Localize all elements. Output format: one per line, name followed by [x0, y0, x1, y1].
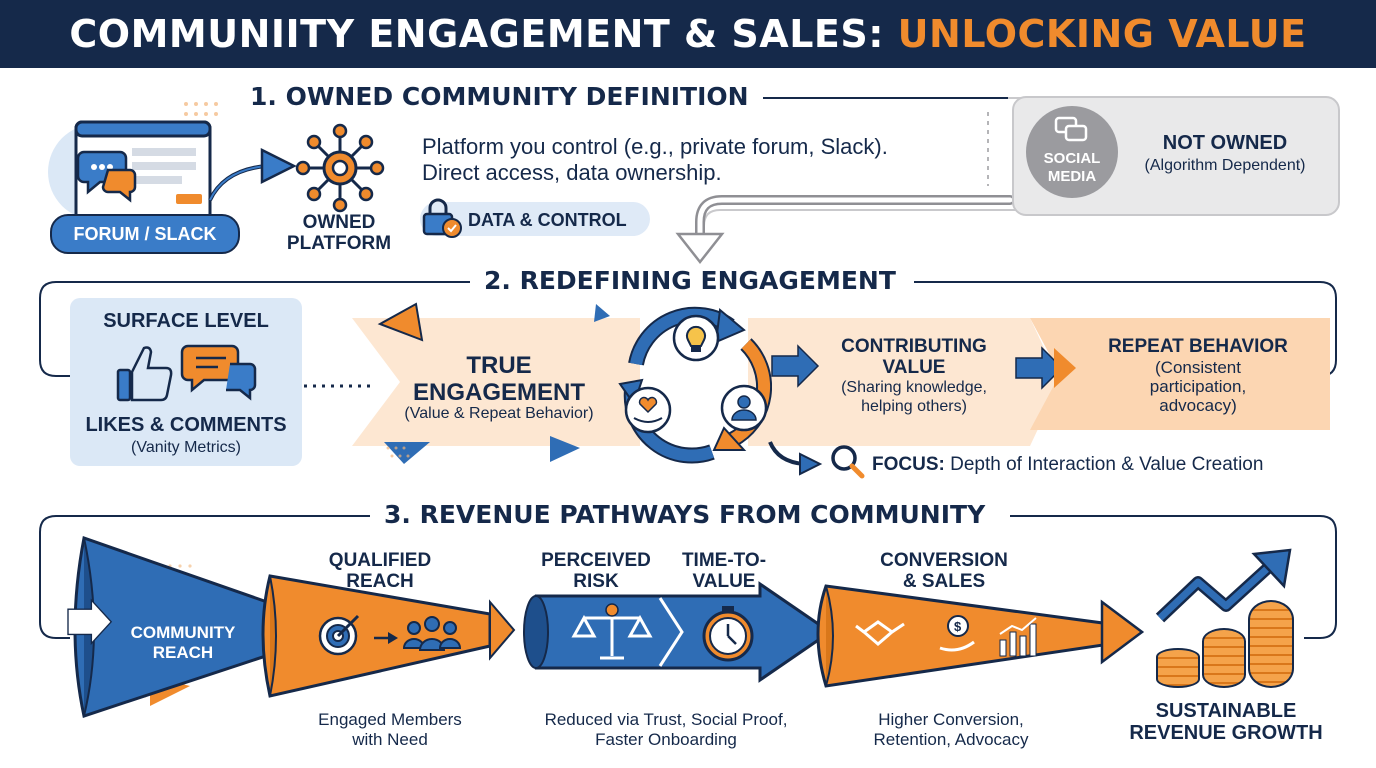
- qualified-reach-label: QUALIFIED REACH: [328, 550, 432, 592]
- owned-description: Platform you control (e.g., private foru…: [422, 134, 888, 185]
- chat-bubble-icon: [76, 150, 137, 203]
- coin-stacks-icon: [1150, 590, 1300, 690]
- forum-slack-badge: FORUM / SLACK: [50, 214, 240, 254]
- title-accent: UNLOCKING VALUE: [897, 12, 1307, 56]
- contributing-band: [748, 318, 1060, 446]
- engagement-band: [352, 302, 1330, 464]
- bar-chart-icon: [999, 617, 1037, 657]
- arrow-right-icon: [208, 147, 297, 201]
- title-main: COMMUNIITY ENGAGEMENT & SALES:: [69, 12, 884, 56]
- arrow-right-icon: [771, 344, 820, 388]
- heart-hand-icon: [624, 386, 672, 434]
- surface-level-panel: [70, 298, 302, 466]
- time-to-value-label: TIME-TO- VALUE: [681, 550, 767, 592]
- section2-heading: 2. REDEFINING ENGAGEMENT: [470, 266, 910, 295]
- page-title: COMMUNIITY ENGAGEMENT & SALES: UNLOCKING…: [69, 12, 1306, 56]
- perceived-risk-label: PERCEIVED RISK: [541, 550, 651, 592]
- deco-triangle: [377, 302, 424, 342]
- money-hand-icon: $: [939, 615, 975, 652]
- like-comment-icons: [116, 344, 257, 402]
- handshake-icon: [855, 620, 905, 646]
- focus-arrow: [768, 441, 865, 479]
- return-arrow-shaft: [695, 195, 1015, 245]
- stopwatch-icon: [702, 606, 754, 662]
- section3-frame-left: [39, 515, 370, 639]
- chat-icon: [1054, 116, 1088, 142]
- target-icon: [318, 614, 360, 656]
- sustainable-growth-label: SUSTAINABLE REVENUE GROWTH: [1129, 700, 1323, 744]
- section1-heading: 1. OWNED COMMUNITY DEFINITION: [236, 82, 763, 111]
- user-icon: [720, 384, 768, 432]
- deco-triangle: [594, 304, 610, 322]
- title-bar: COMMUNIITY ENGAGEMENT & SALES: UNLOCKING…: [0, 0, 1376, 68]
- qualified-reach-cone: [261, 574, 492, 698]
- likes-comments-text: LIKES & COMMENTS (Vanity Metrics): [85, 414, 287, 456]
- not-owned-text: NOT OWNED (Algorithm Dependent): [1144, 132, 1306, 174]
- growth-arrow-icon: [1155, 548, 1292, 623]
- deco-triangle: [550, 436, 580, 462]
- svg-text:$: $: [954, 619, 962, 634]
- conversion-sales-label: CONVERSION & SALES: [880, 550, 1008, 592]
- lightbulb-icon: [672, 314, 720, 362]
- conversion-caption: Higher Conversion, Retention, Advocacy: [873, 710, 1029, 749]
- section3-heading: 3. REVENUE PATHWAYS FROM COMMUNITY: [370, 500, 1000, 529]
- magnifier-icon: [831, 445, 865, 479]
- scale-icon: [571, 603, 653, 660]
- risk-value-tube: [527, 581, 833, 683]
- thumbs-up-icon: [116, 346, 173, 402]
- true-engagement-title: TRUE ENGAGEMENT: [412, 352, 585, 406]
- community-reach-label: COMMUNITY REACH: [130, 623, 236, 662]
- section3-frame-right: [1010, 515, 1337, 639]
- revenue-funnel: $: [67, 536, 1145, 718]
- true-engagement-subtitle: (Value & Repeat Behavior): [404, 405, 594, 422]
- repeat-behavior-text: REPEAT BEHAVIOR (Consistent participatio…: [1108, 336, 1288, 415]
- risk-caption: Reduced via Trust, Social Proof, Faster …: [544, 710, 788, 749]
- comment-icon: [180, 344, 257, 401]
- social-media-badge: SOCIAL MEDIA: [1026, 106, 1118, 198]
- owned-platform-label: OWNED PLATFORM: [286, 212, 392, 254]
- arrow-right-icon: [67, 598, 113, 646]
- network-hub-icon: [295, 123, 385, 213]
- repeat-band: [1030, 318, 1330, 430]
- contributing-value-text: CONTRIBUTING VALUE (Sharing knowledge, h…: [841, 336, 987, 415]
- true-engagement-band: [352, 318, 640, 446]
- return-arrow-head: [675, 232, 725, 265]
- section2-frame-left: [39, 281, 470, 377]
- focus-statement: FOCUS: Depth of Interaction & Value Crea…: [872, 454, 1264, 475]
- arrow-right-icon: [1015, 346, 1064, 390]
- qualified-reach-caption: Engaged Members with Need: [318, 710, 462, 749]
- surface-level-title: SURFACE LEVEL: [103, 310, 269, 332]
- conversion-cone: [816, 584, 1112, 688]
- deco-triangle: [384, 442, 430, 464]
- forum-window-illustration: [48, 102, 218, 222]
- lock-check-icon: [422, 198, 462, 238]
- data-control-badge: DATA & CONTROL: [420, 202, 650, 236]
- engagement-cycle-icon: [618, 306, 772, 464]
- group-icon: [402, 616, 462, 651]
